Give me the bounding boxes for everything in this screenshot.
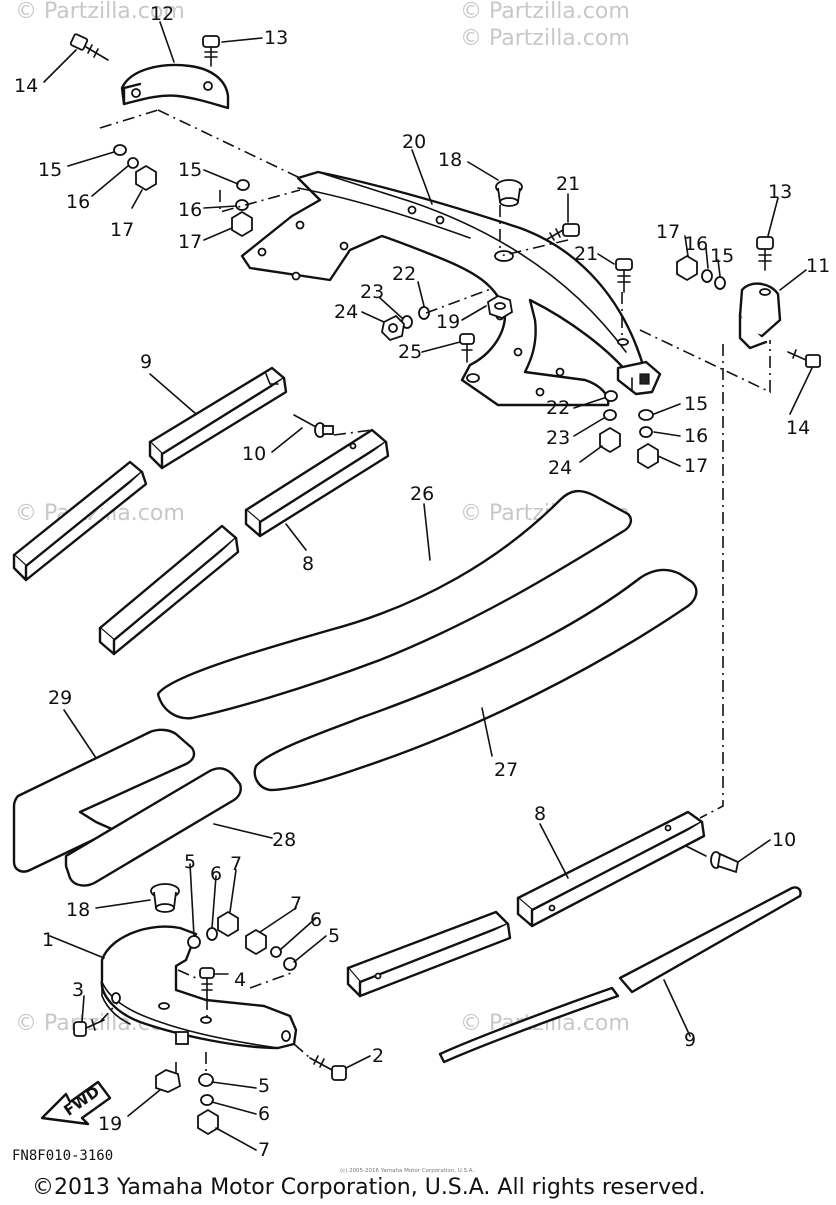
callout: 26 <box>410 483 434 505</box>
callout: 23 <box>360 281 384 303</box>
callout: 16 <box>684 425 708 447</box>
callout: 6 <box>210 863 222 885</box>
callout: 7 <box>290 893 302 915</box>
washer-nut-group-right <box>599 390 659 470</box>
callout: 5 <box>258 1075 270 1097</box>
watermark: © Partzilla.com <box>15 0 185 24</box>
callout: 24 <box>334 301 358 323</box>
washer-nut-group-center <box>381 306 430 342</box>
part-8-rail-left <box>98 524 240 656</box>
part-28-mat <box>64 767 242 887</box>
callout: 4 <box>234 969 246 991</box>
callout: 29 <box>48 687 72 709</box>
callout: 5 <box>328 925 340 947</box>
callout: 15 <box>684 393 708 415</box>
callout: 22 <box>546 397 570 419</box>
callout: 3 <box>72 979 84 1001</box>
callout: 23 <box>546 427 570 449</box>
callout: 24 <box>548 457 572 479</box>
watermark: © Partzilla.com <box>460 0 630 24</box>
part-20-main-carriage <box>240 170 662 407</box>
tiny-credit: (c) 2005-2016 Yamaha Motor Corporation, … <box>340 1168 474 1174</box>
callout: 11 <box>806 255 830 277</box>
callout: 18 <box>438 149 462 171</box>
part-21-screw-b <box>615 258 633 293</box>
copyright-notice: ©2013 Yamaha Motor Corporation, U.S.A. A… <box>32 1175 705 1200</box>
callout: 8 <box>302 553 314 575</box>
callout: 14 <box>14 75 38 97</box>
part-10-rivet <box>293 414 334 438</box>
part-9-rail-left <box>12 460 148 582</box>
callout: 6 <box>310 909 322 931</box>
part-8-rail-lower-left <box>346 910 512 998</box>
part-26-mat <box>156 489 633 720</box>
callout: 1 <box>42 929 54 951</box>
callout: 13 <box>768 181 792 203</box>
callout: 17 <box>178 231 202 253</box>
callout-numbers: 1 2 3 4 5 5 5 6 6 6 7 7 7 8 8 9 9 10 10 … <box>14 3 830 1161</box>
part-11-rear-bracket <box>738 282 782 350</box>
callout: 17 <box>684 455 708 477</box>
part-8-rail-upper <box>244 428 390 538</box>
part-9-rail-lower <box>438 886 802 1064</box>
diagram-code: FN8F010-3160 <box>12 1148 113 1164</box>
lower-hardware <box>73 910 347 1136</box>
part-25-screw <box>459 333 475 363</box>
callout: 27 <box>494 759 518 781</box>
part-29-mat <box>12 728 196 873</box>
callout: 18 <box>66 899 90 921</box>
part-18-grommet <box>495 179 523 207</box>
part-9-rail-upper <box>148 366 288 470</box>
callout: 12 <box>150 3 174 25</box>
callout: 7 <box>258 1139 270 1161</box>
callout: 7 <box>230 853 242 875</box>
callout: 21 <box>574 243 598 265</box>
part-12-front-bracket <box>120 63 230 110</box>
callout: 17 <box>110 219 134 241</box>
callout: 8 <box>534 803 546 825</box>
callout: 22 <box>392 263 416 285</box>
part-19-nut <box>487 295 513 319</box>
part-14-bolt-right <box>787 349 821 368</box>
part-1-front-spacer <box>100 925 298 1050</box>
watermark: © Partzilla.com <box>460 26 630 51</box>
callout: 15 <box>710 245 734 267</box>
callout: 25 <box>398 341 422 363</box>
washer-nut-group-far-right <box>676 254 726 290</box>
part-21-screw-a <box>545 223 580 241</box>
part-13-screw-right <box>756 236 774 271</box>
callout: 14 <box>786 417 810 439</box>
part-14-bolt <box>69 33 109 61</box>
callout: 16 <box>684 233 708 255</box>
callout: 9 <box>140 351 152 373</box>
callout: 20 <box>402 131 426 153</box>
callout: 17 <box>656 221 680 243</box>
part-18-grommet-lower <box>150 883 180 913</box>
callout: 6 <box>258 1103 270 1125</box>
callout: 2 <box>372 1045 384 1067</box>
callout: 9 <box>684 1029 696 1051</box>
callout: 19 <box>98 1113 122 1135</box>
part-8-rail-lower-right <box>516 810 706 928</box>
callout: 5 <box>184 851 196 873</box>
part-13-screw <box>202 35 220 67</box>
part-10-rivet-lower <box>685 845 740 874</box>
callout: 10 <box>772 829 796 851</box>
part-27-mat <box>253 568 698 792</box>
callout: 13 <box>264 27 288 49</box>
callout: 19 <box>436 311 460 333</box>
assembly-lines <box>99 109 771 1074</box>
callout: 21 <box>556 173 580 195</box>
callout: 10 <box>242 443 266 465</box>
callout: 28 <box>272 829 296 851</box>
callout: 16 <box>66 191 90 213</box>
callout: 16 <box>178 199 202 221</box>
leader-lines <box>43 21 813 1151</box>
callout: 15 <box>178 159 202 181</box>
callout: 15 <box>38 159 62 181</box>
